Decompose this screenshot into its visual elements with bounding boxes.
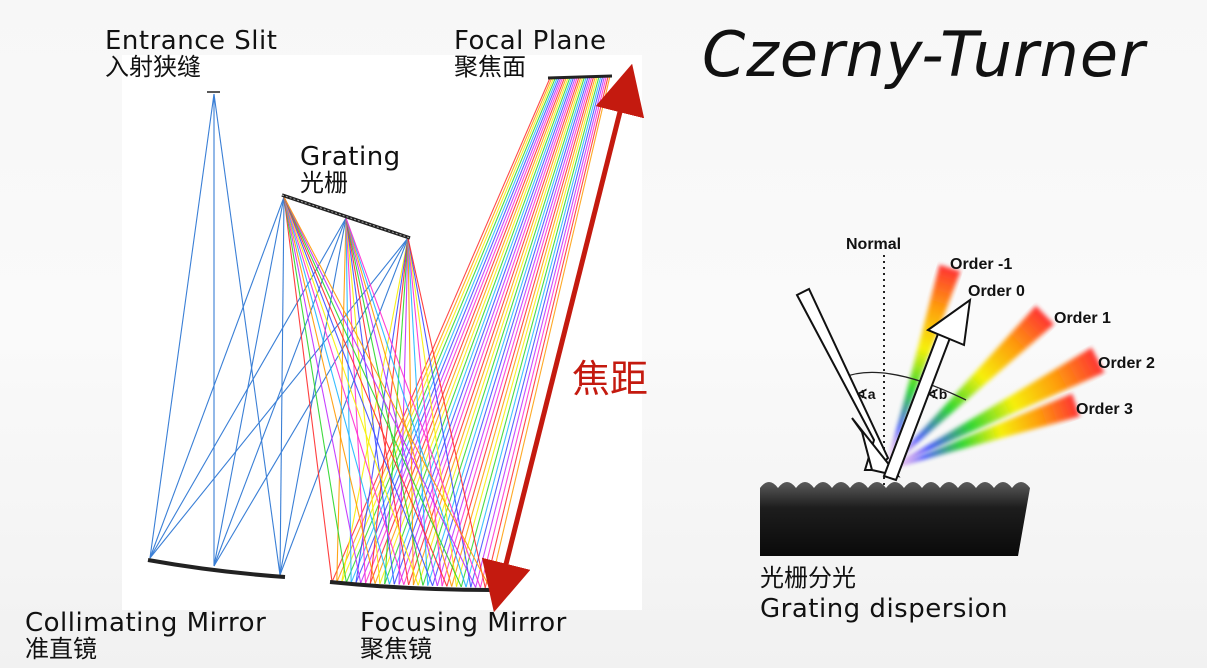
order-beam-fan — [886, 305, 1055, 470]
order-2-label: Order 2 — [1098, 355, 1155, 372]
focusing-mirror-label: Focusing Mirror 聚焦镜 — [360, 608, 567, 664]
dispersed-ray — [345, 217, 381, 584]
dispersed-ray — [341, 237, 409, 583]
dispersed-ray — [345, 217, 352, 583]
order-beam — [886, 347, 1105, 470]
dispersed-ray — [398, 237, 409, 585]
dispersed-ray — [283, 196, 362, 584]
order-0-label: Order 0 — [968, 283, 1025, 300]
dispersed-ray — [345, 217, 481, 588]
dispersed-ray — [283, 196, 419, 586]
dispersed-ray — [283, 196, 390, 585]
order-beam — [886, 264, 961, 470]
blue-ray-collimated — [279, 217, 347, 576]
grating-label: Grating 光栅 — [300, 142, 401, 198]
blue-ray-incident — [213, 93, 281, 576]
dispersed-ray — [407, 237, 414, 586]
entrance-slit-label: Entrance Slit 入射狭缝 — [105, 26, 278, 82]
order-beam-fan — [886, 264, 961, 470]
blue-ray-incident — [149, 93, 215, 559]
focusing-mirror-label-zh: 聚焦镜 — [360, 635, 432, 664]
grating-label-en: Grating — [300, 142, 401, 172]
order-beam-fan — [886, 393, 1080, 470]
blue-ray-collimated — [213, 196, 285, 567]
dispersed-ray — [283, 196, 448, 587]
incident-beam-arrow — [795, 287, 890, 471]
dispersed-ray — [345, 217, 395, 585]
angle-b-label: ∢b — [927, 386, 947, 402]
dispersed-ray — [283, 196, 376, 584]
grating-label-zh: 光栅 — [300, 169, 348, 198]
entrance-slit-label-en: Entrance Slit — [105, 26, 278, 56]
normal-label: Normal — [846, 236, 901, 253]
dispersed-ray — [345, 217, 367, 584]
dispersed-ray — [336, 217, 347, 583]
dispersion-caption-en: Grating dispersion — [760, 594, 1009, 624]
order-beam — [886, 305, 1055, 470]
dispersed-ray — [407, 237, 472, 588]
dispersed-ray — [345, 217, 453, 587]
angle-arc — [841, 371, 967, 401]
blue-ray-collimated — [213, 217, 347, 567]
order-beams — [886, 264, 1105, 470]
blue-ray-collimated — [279, 196, 285, 576]
dispersion-caption: 光栅分光 Grating dispersion — [760, 563, 1008, 626]
blue-ray-collimated — [213, 237, 409, 567]
focal-length-arrow — [481, 63, 645, 613]
focal-plane-label: Focal Plane 聚焦面 — [454, 26, 607, 82]
dispersed-ray — [355, 237, 409, 583]
dispersed-ray — [407, 237, 458, 587]
dispersed-ray — [283, 196, 333, 583]
order-1-label: Order 1 — [1054, 310, 1111, 327]
entrance-slit-label-zh: 入射狭缝 — [105, 53, 201, 82]
dispersed-ray — [407, 237, 443, 587]
order-minus1-label: Order -1 — [950, 256, 1012, 273]
dispersed-ray — [345, 217, 467, 588]
dispersed-ray — [283, 196, 491, 589]
order-beam-fan — [886, 347, 1105, 470]
focal-plane-label-en: Focal Plane — [454, 26, 607, 56]
dispersed-ray — [283, 196, 405, 585]
dispersed-ray — [283, 196, 347, 583]
grating-ruling — [281, 194, 411, 239]
page-title: Czerny-Turner — [702, 18, 1146, 91]
collimating-rays — [149, 93, 409, 576]
collimating-mirror-label-en: Collimating Mirror — [25, 608, 267, 638]
focusing-mirror-label-en: Focusing Mirror — [360, 608, 567, 638]
order-3-label: Order 3 — [1076, 401, 1133, 418]
dispersed-ray — [407, 237, 429, 586]
focusing-mirror — [329, 580, 493, 592]
order-beam — [886, 393, 1080, 470]
collimating-mirror-label: Collimating Mirror 准直镜 — [25, 608, 267, 664]
reflected-arrowhead — [925, 297, 972, 347]
focal-plane-label-zh: 聚焦面 — [454, 53, 526, 82]
focal-length-label: 焦距 — [572, 357, 649, 401]
dispersed-ray — [407, 237, 486, 588]
incident-arrowhead — [851, 417, 901, 478]
dispersed-ray — [283, 196, 477, 588]
dispersion-illustration — [760, 255, 1105, 556]
collimating-mirror-label-zh: 准直镜 — [25, 635, 97, 664]
blue-ray-collimated — [279, 237, 409, 576]
collimating-mirror — [147, 558, 286, 579]
angle-a-label: ∢a — [856, 386, 876, 402]
blue-ray-collimated — [149, 196, 285, 559]
grating-block — [760, 482, 1030, 556]
dispersed-ray — [283, 196, 462, 588]
blue-ray-collimated — [149, 237, 409, 559]
dispersed-ray — [283, 196, 434, 587]
dispersion-caption-zh: 光栅分光 — [760, 564, 856, 592]
